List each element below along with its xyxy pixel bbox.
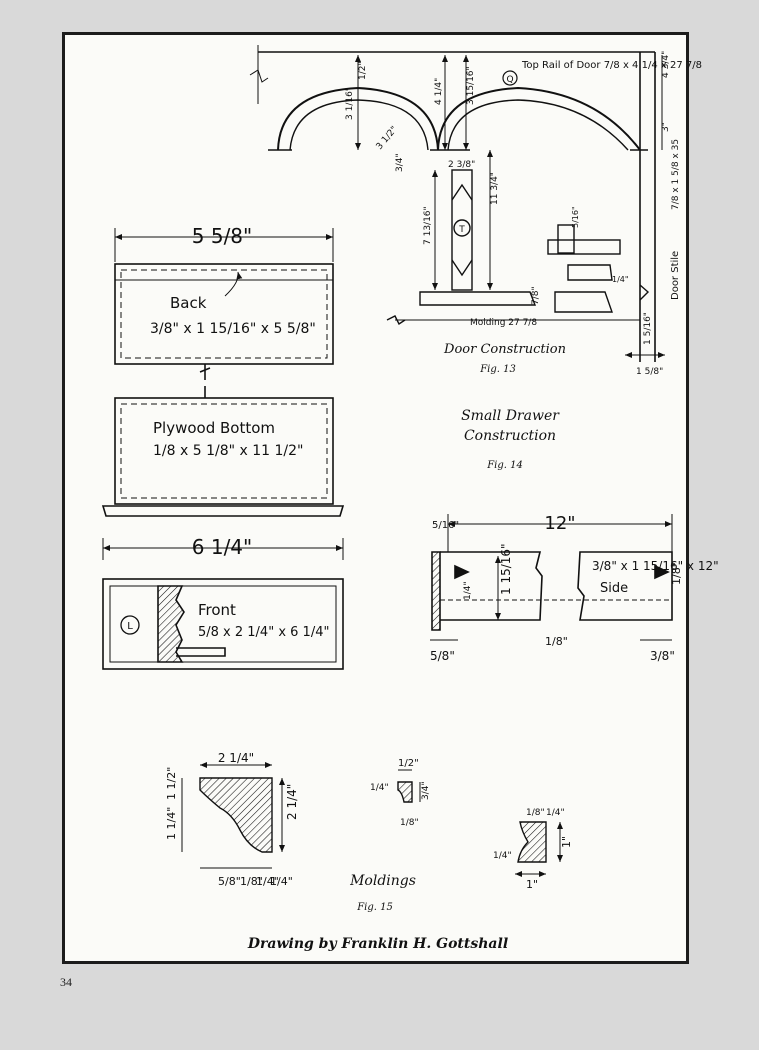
marker-q: Q bbox=[506, 75, 513, 85]
molding-dim-2: 1 1/2" bbox=[165, 767, 178, 800]
molding-dim-3: 1 1/4" bbox=[165, 807, 178, 840]
door-dim-13: 1 5/8" bbox=[636, 367, 663, 377]
door-stile-note: Door Stile bbox=[670, 251, 681, 300]
door-dim-10: 3" bbox=[661, 122, 671, 132]
door-dim-9: 7 13/16" bbox=[423, 206, 433, 245]
door-dim-4: 3 15/16" bbox=[466, 66, 476, 105]
molding-dim-9: 1/2" bbox=[398, 758, 419, 769]
molding-dim-16: 1" bbox=[560, 836, 573, 848]
molding-note: Molding 27 7/8 bbox=[470, 318, 537, 328]
door-caption: Door Construction bbox=[443, 342, 566, 357]
door-dim-3: 4 1/4" bbox=[434, 78, 444, 105]
molding-dim-13: 1/8" bbox=[526, 808, 545, 818]
door-dim-8: 11 3/4" bbox=[490, 172, 500, 205]
molding-dim-10: 1/4" bbox=[370, 783, 389, 793]
drawer-fig-number: Fig. 14 bbox=[486, 460, 523, 471]
door-dim-16: 1/4" bbox=[612, 275, 629, 284]
bottom-label: Plywood Bottom bbox=[153, 419, 275, 437]
drawer-dim-d: 5/8" bbox=[430, 649, 455, 663]
drawer-plan-views bbox=[101, 228, 345, 670]
molding-dim-14: 1/4" bbox=[546, 808, 565, 818]
moldings-fig-number: Fig. 15 bbox=[356, 902, 393, 913]
molding-dim-5: 5/8" bbox=[218, 875, 241, 888]
marker-t-label: T bbox=[458, 225, 465, 235]
drawer-dim-b: 1 15/16" bbox=[499, 543, 513, 595]
side-length-dim: 12" bbox=[544, 513, 575, 534]
door-dim-11: 4 3/4" bbox=[661, 51, 671, 78]
back-width-dim: 5 5/8" bbox=[192, 224, 252, 248]
stile-size-note: 7/8 x 1 5/8 x 35 bbox=[671, 139, 681, 210]
molding-dim-17: 1" bbox=[526, 878, 538, 891]
door-dim-14: 7/8" bbox=[531, 286, 541, 305]
drawing-credit: Drawing by Franklin H. Gottshall bbox=[247, 936, 508, 952]
molding-dim-15: 1/4" bbox=[493, 851, 512, 861]
drawer-dim-c: 1/8" bbox=[545, 635, 568, 648]
drawer-caption-1: Small Drawer bbox=[461, 408, 560, 424]
marker-l: L bbox=[127, 621, 133, 632]
bottom-size: 1/8 x 5 1/8" x 11 1/2" bbox=[153, 443, 303, 459]
marker-t bbox=[453, 219, 471, 237]
molding-dim-1: 2 1/4" bbox=[218, 751, 254, 765]
drawer-caption-2: Construction bbox=[464, 428, 556, 444]
door-dim-6: 3/4" bbox=[395, 153, 405, 172]
molding-dim-12: 1/8" bbox=[400, 818, 419, 828]
door-construction-figure bbox=[249, 45, 665, 362]
front-width-dim: 6 1/4" bbox=[192, 535, 252, 559]
door-dim-7: 2 3/8" bbox=[448, 160, 475, 170]
door-dim-15: 5/16" bbox=[571, 206, 580, 228]
side-size: 3/8" x 1 15/16" x 12" bbox=[592, 559, 719, 573]
drawer-dim-g: 1/4" bbox=[463, 581, 473, 600]
drawer-dim-f: 1/8" bbox=[670, 562, 683, 585]
drawer-side-view bbox=[430, 514, 673, 641]
door-dim-1: 1/2" bbox=[358, 61, 368, 80]
door-dim-2: 3 1/16" bbox=[345, 87, 355, 120]
door-dim-12: 1 5/16" bbox=[643, 312, 653, 345]
molding-profiles bbox=[181, 762, 563, 877]
drawer-dim-e: 3/8" bbox=[650, 649, 675, 663]
molding-dim-11: 3/4" bbox=[421, 781, 431, 800]
side-label: Side bbox=[600, 581, 628, 596]
molding-dim-4: 2 1/4" bbox=[285, 784, 299, 820]
door-fig-number: Fig. 13 bbox=[479, 364, 516, 375]
moldings-caption: Moldings bbox=[349, 873, 416, 889]
back-size: 3/8" x 1 15/16" x 5 5/8" bbox=[150, 321, 316, 337]
page-number: 34 bbox=[60, 975, 72, 989]
back-label: Back bbox=[170, 294, 207, 312]
front-size: 5/8 x 2 1/4" x 6 1/4" bbox=[198, 625, 329, 640]
top-rail-note: Top Rail of Door 7/8 x 4 1/4 x 27 7/8 bbox=[521, 60, 702, 71]
front-label: Front bbox=[198, 601, 236, 619]
drawer-dim-a: 5/16" bbox=[432, 520, 459, 531]
door-dim-5: 3 1/2" bbox=[375, 125, 400, 152]
molding-dim-6: 1/8" bbox=[240, 875, 263, 888]
molding-dim-8: 1/4" bbox=[270, 875, 293, 888]
molding-dim-7: 1/4" bbox=[256, 875, 279, 888]
